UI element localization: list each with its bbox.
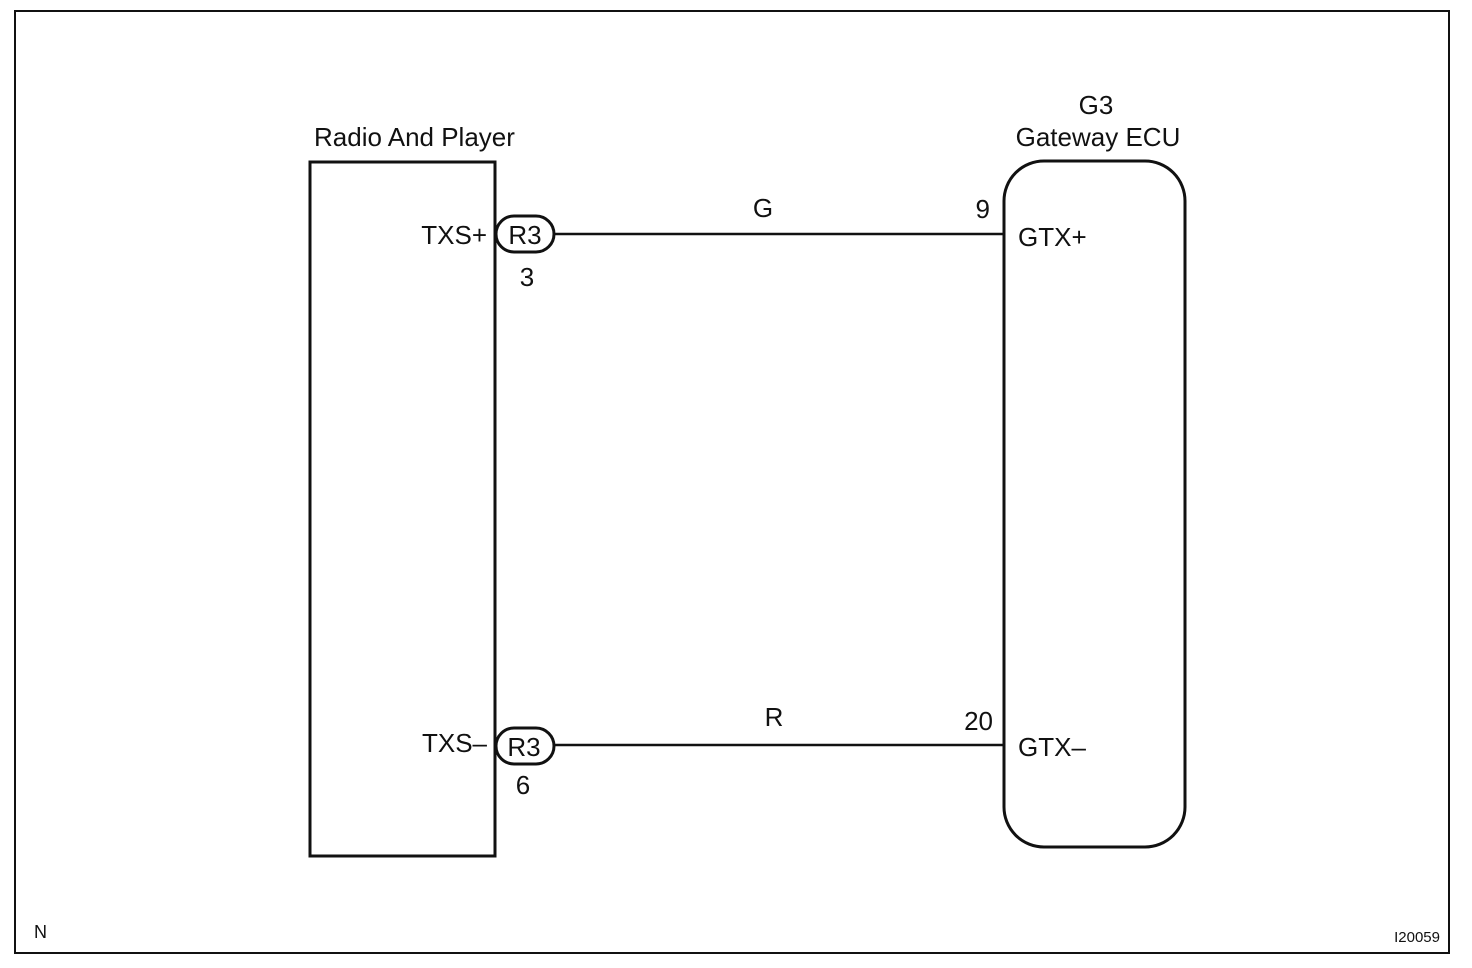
terminal-label-gtx-plus: GTX+ xyxy=(1018,222,1087,252)
gateway-box xyxy=(1002,159,1187,849)
terminal-label-txs-minus: TXS– xyxy=(422,728,488,758)
connector-label: R3 xyxy=(508,220,541,250)
gateway-code: G3 xyxy=(1079,90,1114,120)
wire-color-label: R xyxy=(765,702,784,732)
radio-pin-number: 6 xyxy=(516,770,530,800)
radio-pin-number: 3 xyxy=(520,262,534,292)
terminal-label-gtx-minus: GTX– xyxy=(1018,732,1086,762)
wire-color-label: G xyxy=(753,193,773,223)
gateway-label: Gateway ECU xyxy=(1016,122,1181,152)
figure-id: I20059 xyxy=(1394,929,1440,946)
corner-mark: N xyxy=(34,922,47,942)
terminal-label-txs-plus: TXS+ xyxy=(421,220,487,250)
connector-r3-pin6 xyxy=(494,726,556,766)
gateway-pin-number: 9 xyxy=(976,194,990,224)
diagram-frame xyxy=(14,10,1450,954)
connector-label: R3 xyxy=(507,732,540,762)
connector-r3-pin3 xyxy=(494,214,556,254)
gateway-pin-number: 20 xyxy=(964,706,993,736)
radio-box xyxy=(308,160,497,858)
radio-label: Radio And Player xyxy=(314,122,515,152)
